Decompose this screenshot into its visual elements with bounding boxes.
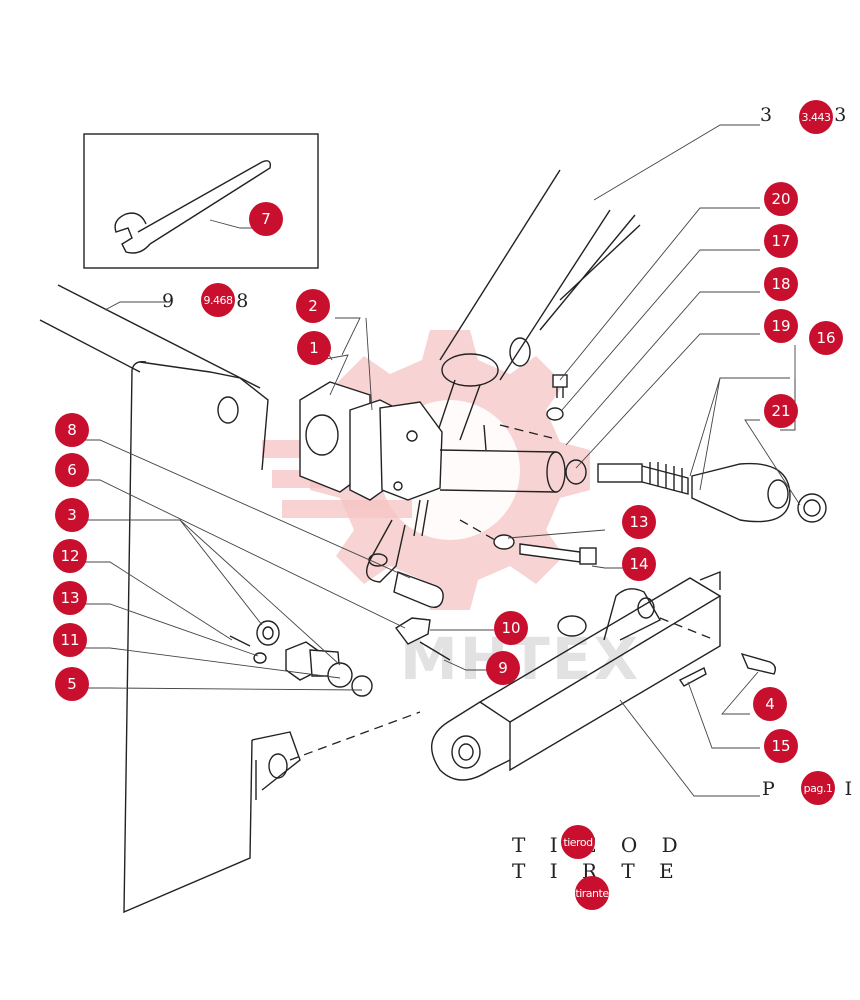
cylinder-tube bbox=[366, 424, 566, 583]
callout-2[interactable]: 2 bbox=[296, 289, 330, 323]
callout-ref-top[interactable]: 3.443 bbox=[799, 100, 833, 134]
callout-9[interactable]: 9 bbox=[486, 651, 520, 685]
callout-18[interactable]: 18 bbox=[764, 267, 798, 301]
callout-17[interactable]: 17 bbox=[764, 224, 798, 258]
callout-5[interactable]: 5 bbox=[55, 667, 89, 701]
callout-12[interactable]: 12 bbox=[53, 539, 87, 573]
callout-7[interactable]: 7 bbox=[249, 202, 283, 236]
callout-1[interactable]: 1 bbox=[297, 331, 331, 365]
tie-rod-bar bbox=[289, 570, 777, 781]
callout-14[interactable]: 14 bbox=[622, 547, 656, 581]
callout-20[interactable]: 20 bbox=[764, 182, 798, 216]
small-fasteners bbox=[229, 617, 451, 697]
callout-21[interactable]: 21 bbox=[764, 394, 798, 428]
upper-cylinder bbox=[434, 169, 641, 441]
flange-assembly bbox=[299, 381, 443, 501]
callout-19[interactable]: 19 bbox=[764, 309, 798, 343]
callout-tirante[interactable]: tirante bbox=[575, 876, 609, 910]
callout-4[interactable]: 4 bbox=[753, 687, 787, 721]
tool-inset-box bbox=[83, 133, 319, 269]
callout-11[interactable]: 11 bbox=[53, 623, 87, 657]
callout-8[interactable]: 8 bbox=[55, 413, 89, 447]
callout-3[interactable]: 3 bbox=[55, 498, 89, 532]
rod-end-parts bbox=[499, 374, 827, 523]
callout-13-right[interactable]: 13 bbox=[622, 505, 656, 539]
callout-10[interactable]: 10 bbox=[494, 611, 528, 645]
wrench-icon bbox=[114, 160, 272, 254]
callout-ref-left[interactable]: 9.468 bbox=[201, 283, 235, 317]
callout-6[interactable]: 6 bbox=[55, 453, 89, 487]
diagram-title-line1: T I E O D bbox=[512, 833, 687, 857]
frame-plate bbox=[39, 284, 301, 914]
pins-and-bolts bbox=[393, 519, 597, 609]
callout-13-left[interactable]: 13 bbox=[53, 581, 87, 615]
callout-15[interactable]: 15 bbox=[764, 729, 798, 763]
callout-ref-page[interactable]: pag.1 bbox=[801, 771, 835, 805]
callout-16[interactable]: 16 bbox=[809, 321, 843, 355]
callout-tierod[interactable]: tierod bbox=[561, 825, 595, 859]
